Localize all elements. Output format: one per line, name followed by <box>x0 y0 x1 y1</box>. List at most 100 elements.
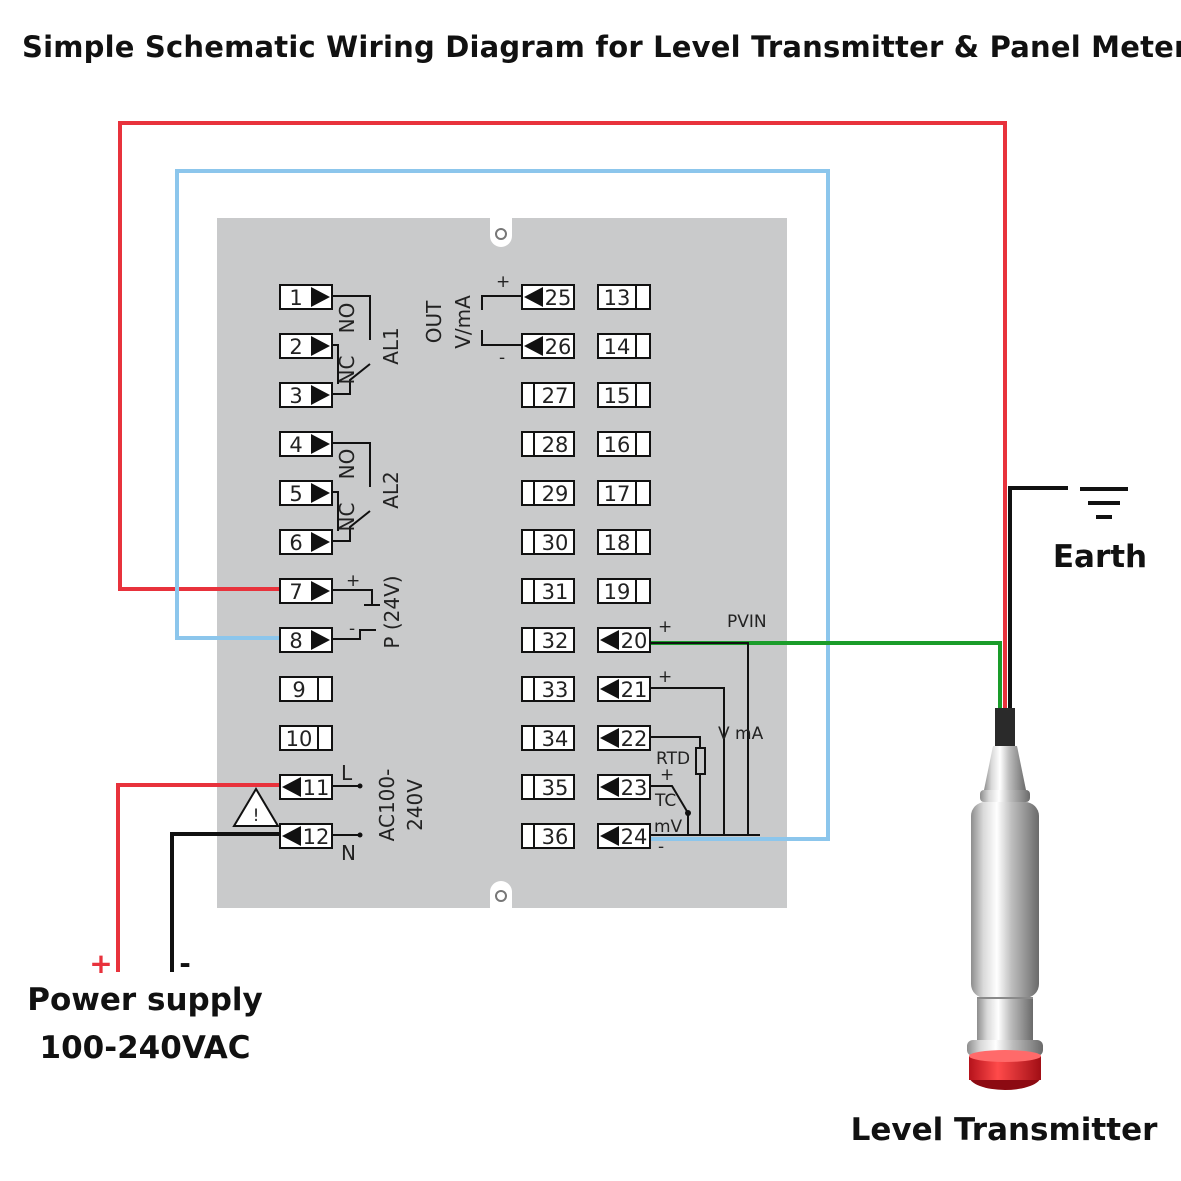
terminal-11: 11 <box>279 774 333 800</box>
al2-nc-label: NC <box>335 503 359 532</box>
terminal-33: 33 <box>521 676 575 702</box>
terminal-number: 26 <box>545 335 572 359</box>
power-supply-label: Power supply <box>27 982 263 1018</box>
level-transmitter-label: Level Transmitter <box>851 1112 1158 1148</box>
terminal-number: 36 <box>542 825 569 849</box>
terminal-number: 23 <box>621 776 648 800</box>
out-vma-label: V/mA <box>451 295 475 349</box>
terminal-number: 14 <box>604 335 631 359</box>
terminal-number: 9 <box>292 678 305 702</box>
terminal-number: 7 <box>289 580 302 604</box>
rtd-label: RTD <box>656 749 690 769</box>
terminal-number: 15 <box>604 384 631 408</box>
green-wire-transmitter <box>650 641 1002 708</box>
terminal-number: 3 <box>289 384 302 408</box>
out-plus-label: + <box>496 272 510 292</box>
terminal-35: 35 <box>521 774 575 800</box>
terminal-number: 34 <box>542 727 569 751</box>
terminal-15: 15 <box>597 382 651 408</box>
input-minus-24: - <box>658 837 664 857</box>
terminal-32: 32 <box>521 627 575 653</box>
terminal-16: 16 <box>597 431 651 457</box>
level-transmitter-image <box>967 708 1043 1090</box>
terminal-4: 4 <box>279 431 333 457</box>
vma-input-label: V mA <box>718 724 764 744</box>
terminal-number: 30 <box>542 531 569 555</box>
terminal-number: 10 <box>286 727 313 751</box>
terminal-number: 13 <box>604 286 631 310</box>
power-red-wire <box>116 783 282 972</box>
terminal-8: 8 <box>279 627 333 653</box>
terminal-31: 31 <box>521 578 575 604</box>
terminal-number: 8 <box>289 629 302 653</box>
ac-voltage-line1: AC100- <box>375 769 399 842</box>
terminal-21: 21 <box>597 676 651 702</box>
p-plus-label: + <box>346 571 360 591</box>
warning-mark: ! <box>253 806 260 826</box>
terminal-number: 32 <box>542 629 569 653</box>
tc-label: TC <box>654 791 676 811</box>
terminal-6: 6 <box>279 529 333 555</box>
terminal-2: 2 <box>279 333 333 359</box>
terminal-number: 19 <box>604 580 631 604</box>
ac-voltage-line2: 240V <box>403 779 427 831</box>
terminal-17: 17 <box>597 480 651 506</box>
terminal-10: 10 <box>279 725 333 751</box>
terminal-number: 33 <box>542 678 569 702</box>
terminal-number: 11 <box>303 776 330 800</box>
input-plus-21: + <box>658 667 672 687</box>
terminal-22: 22 <box>597 725 651 751</box>
al2-label: AL2 <box>379 471 403 509</box>
out-minus-label: - <box>499 348 505 368</box>
terminal-26: 26 <box>521 333 575 359</box>
terminal-12: 12 <box>279 823 333 849</box>
terminal-24: 24 <box>597 823 651 849</box>
ac-l-label: L <box>341 761 353 785</box>
terminal-1: 1 <box>279 284 333 310</box>
diagram-title: Simple Schematic Wiring Diagram for Leve… <box>22 30 1181 64</box>
terminal-9: 9 <box>279 676 333 702</box>
terminal-25: 25 <box>521 284 575 310</box>
out-label: OUT <box>422 300 446 343</box>
terminal-23: 23 <box>597 774 651 800</box>
al2-no-label: NO <box>335 449 359 480</box>
panel-meter-back <box>217 218 787 908</box>
tc-plus-label: + <box>660 765 674 785</box>
terminal-number: 1 <box>289 286 302 310</box>
power-minus-sign: - <box>179 947 191 980</box>
terminal-number: 4 <box>289 433 302 457</box>
terminal-blocks: 1234567891011122526272829303132333435361… <box>279 284 651 849</box>
power-supply-voltage: 100-240VAC <box>40 1030 251 1066</box>
terminal-number: 24 <box>621 825 648 849</box>
terminal-36: 36 <box>521 823 575 849</box>
internal-schematic <box>330 295 760 836</box>
terminal-number: 20 <box>621 629 648 653</box>
terminal-number: 28 <box>542 433 569 457</box>
mounting-hole-bottom <box>495 890 507 902</box>
al1-nc-label: NC <box>335 356 359 385</box>
terminal-27: 27 <box>521 382 575 408</box>
terminal-28: 28 <box>521 431 575 457</box>
terminal-number: 2 <box>289 335 302 359</box>
terminal-18: 18 <box>597 529 651 555</box>
warning-triangle-icon: ! <box>232 787 280 827</box>
terminal-14: 14 <box>597 333 651 359</box>
mounting-hole-top <box>495 228 507 240</box>
ac-n-label: N <box>341 841 356 865</box>
terminal-13: 13 <box>597 284 651 310</box>
p-minus-label: - <box>349 619 355 639</box>
mv-label: mV <box>654 817 683 837</box>
terminal-29: 29 <box>521 480 575 506</box>
red-wire-transmitter <box>118 121 1007 708</box>
terminal-30: 30 <box>521 529 575 555</box>
terminal-number: 27 <box>542 384 569 408</box>
terminal-number: 35 <box>542 776 569 800</box>
terminal-34: 34 <box>521 725 575 751</box>
terminal-number: 5 <box>289 482 302 506</box>
terminal-number: 25 <box>545 286 572 310</box>
pvin-label: PVIN <box>727 612 767 632</box>
terminal-19: 19 <box>597 578 651 604</box>
earth-ground-icon <box>1080 487 1128 519</box>
power-black-wire <box>170 832 282 972</box>
